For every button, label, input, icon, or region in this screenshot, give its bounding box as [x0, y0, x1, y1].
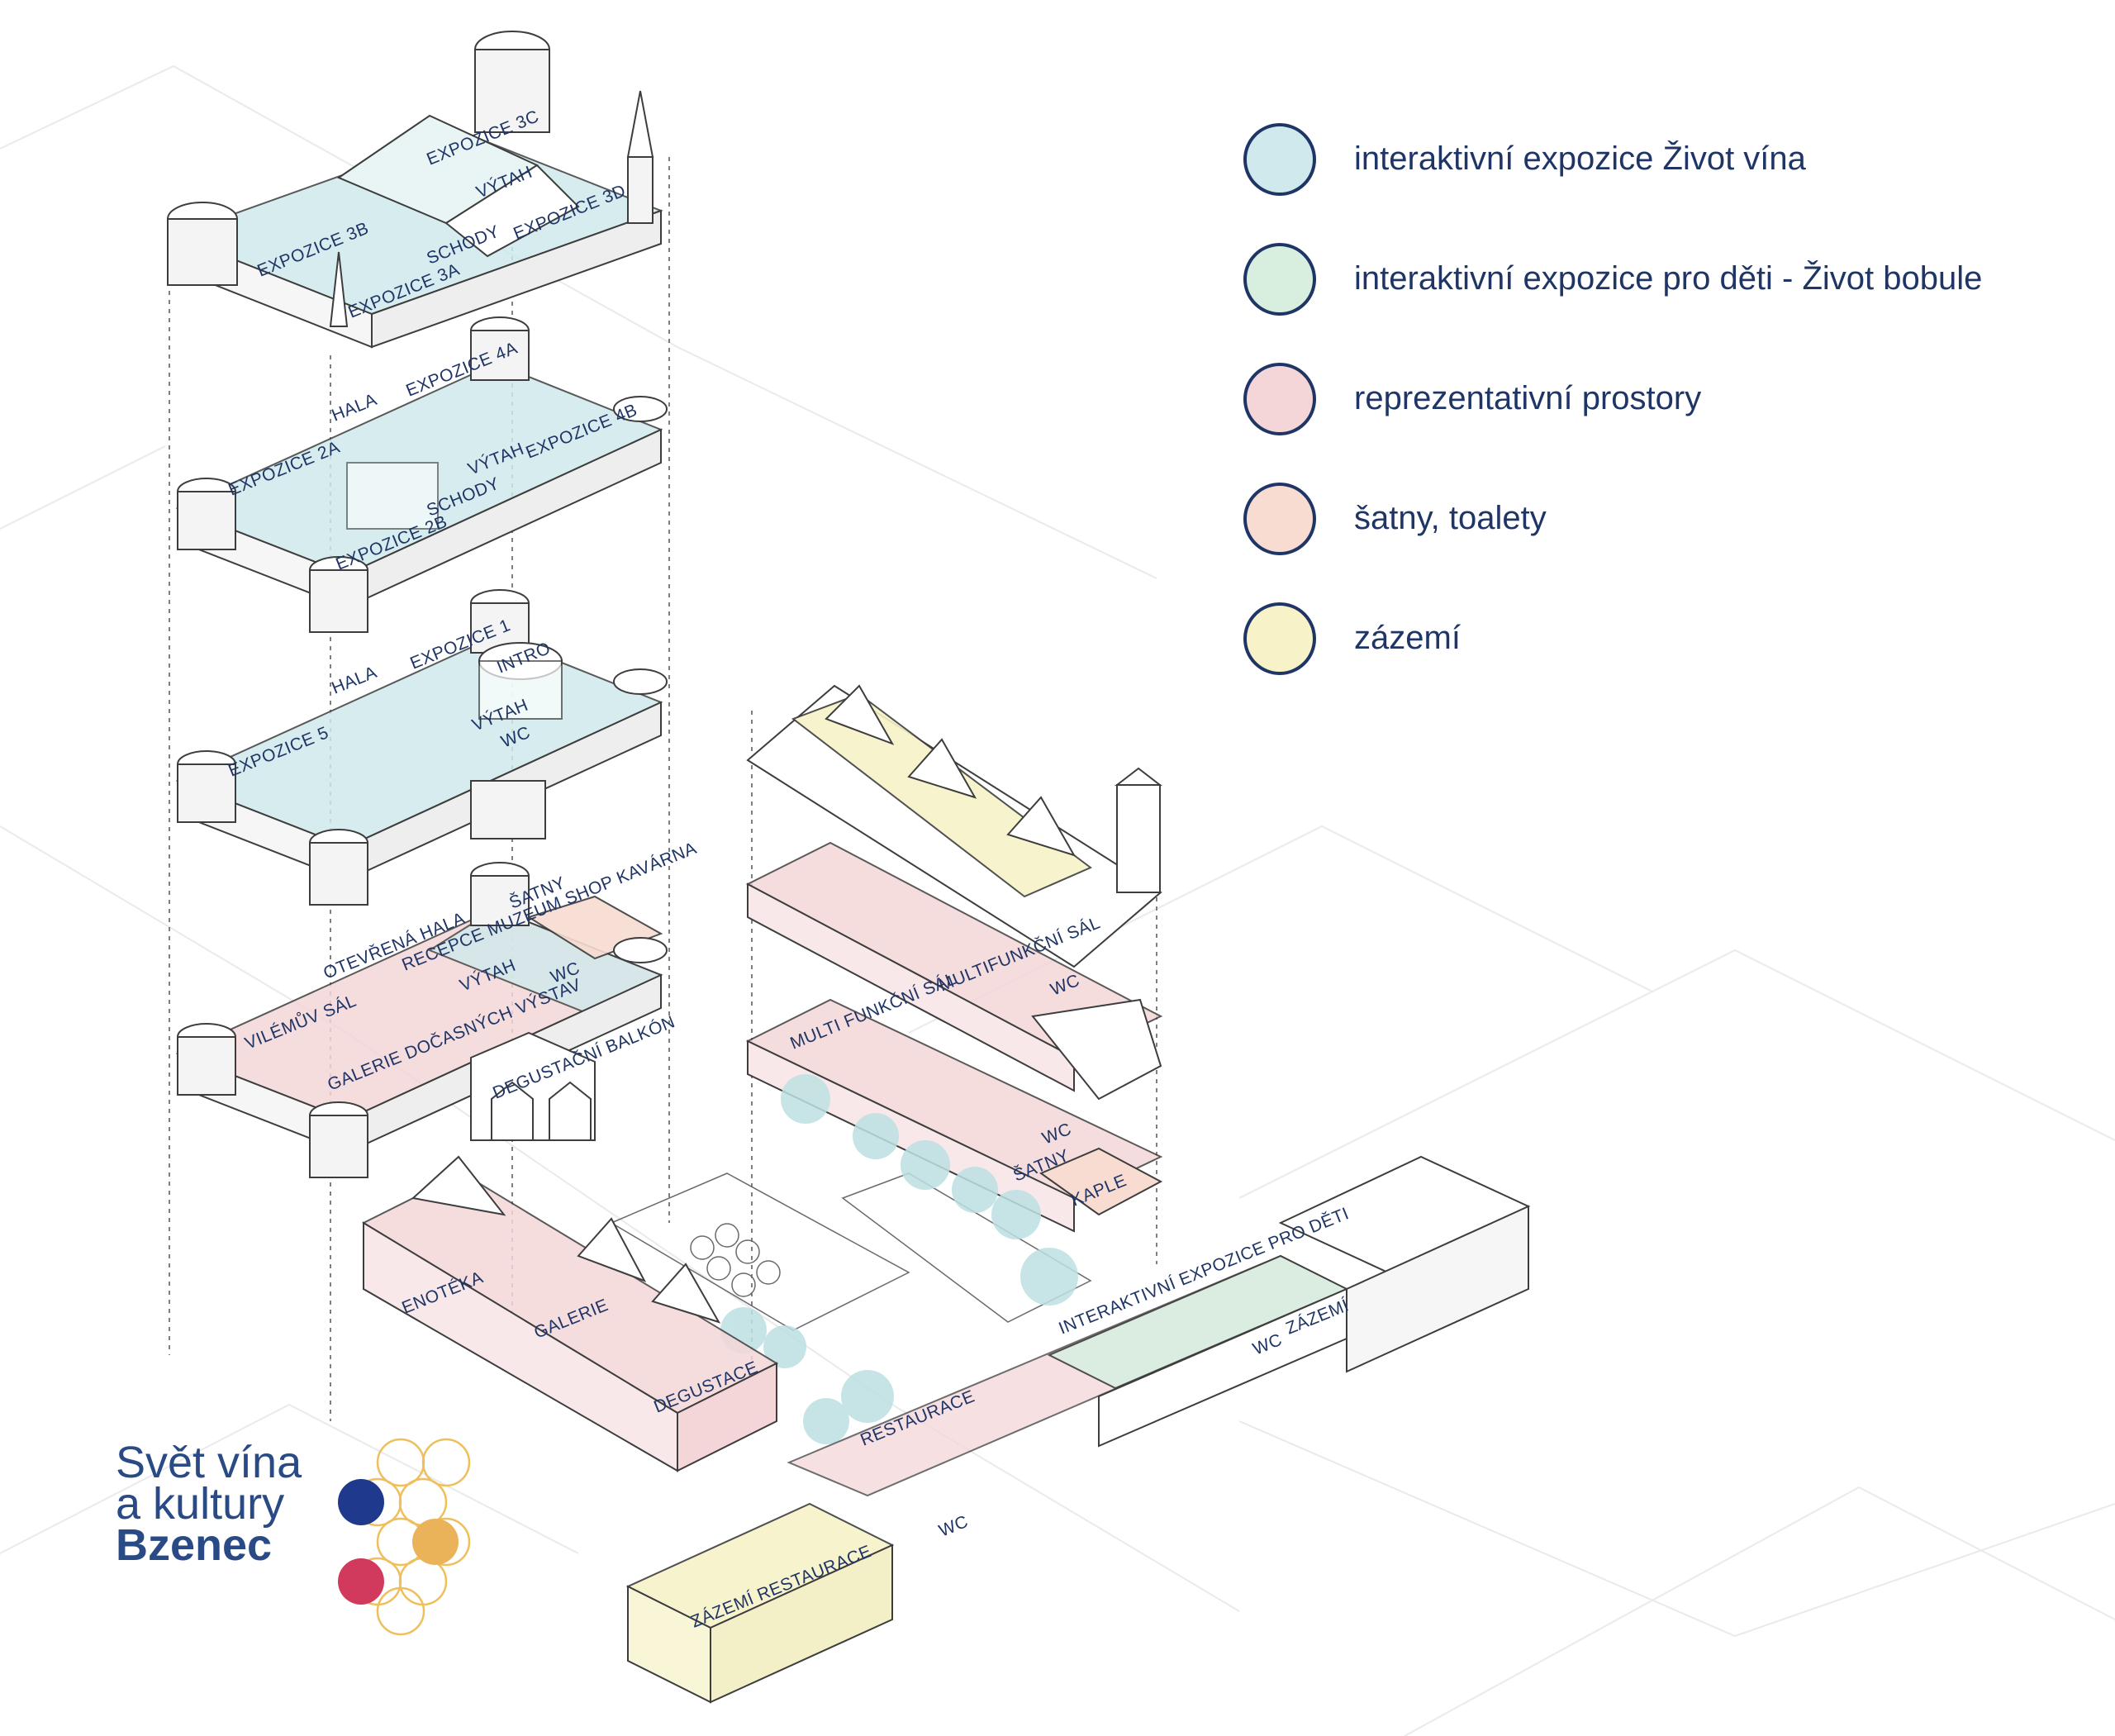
swatch-backstage — [1243, 602, 1316, 675]
legend-item-wine-expo: interaktivní expozice Život vína — [1243, 120, 2103, 198]
legend-label: interaktivní expozice Život vína — [1354, 140, 1806, 177]
logo-line-2: a kultury — [116, 1479, 285, 1529]
legend-item-representative: reprezentativní prostory — [1243, 359, 2103, 438]
logo-line-3: Bzenec — [116, 1520, 273, 1570]
floor-1 — [175, 862, 668, 1178]
floor-2 — [175, 589, 668, 906]
legend-label: zázemí — [1354, 620, 1461, 656]
legend: interaktivní expozice Život vína interak… — [1243, 120, 2103, 719]
floor-4 — [167, 31, 663, 349]
swatch-children-expo — [1243, 242, 1316, 316]
legend-item-backstage: zázemí — [1243, 599, 2103, 678]
label: WC — [936, 1512, 971, 1541]
floor-3 — [175, 316, 668, 633]
logo: Svět vína a kultury Bzenec — [116, 1438, 302, 1570]
right-wing-upper — [745, 841, 1163, 1101]
swatch-toilets — [1243, 482, 1316, 555]
legend-item-children-expo: interaktivní expozice pro děti - Život b… — [1243, 240, 2103, 318]
legend-label: interaktivní expozice pro děti - Život b… — [1354, 260, 1983, 297]
legend-label: šatny, toalety — [1354, 500, 1547, 536]
logo-grape-icon — [338, 1438, 471, 1636]
legend-label: reprezentativní prostory — [1354, 380, 1702, 416]
courtyard — [610, 1172, 1092, 1331]
swatch-representative — [1243, 362, 1316, 435]
legend-item-toilets: šatny, toalety — [1243, 479, 2103, 558]
front-building — [361, 1155, 779, 1472]
logo-line-1: Svět vína — [116, 1438, 302, 1487]
swatch-wine-expo — [1243, 122, 1316, 196]
right-wing-roof — [746, 684, 1162, 968]
long-building — [625, 1155, 1531, 1704]
